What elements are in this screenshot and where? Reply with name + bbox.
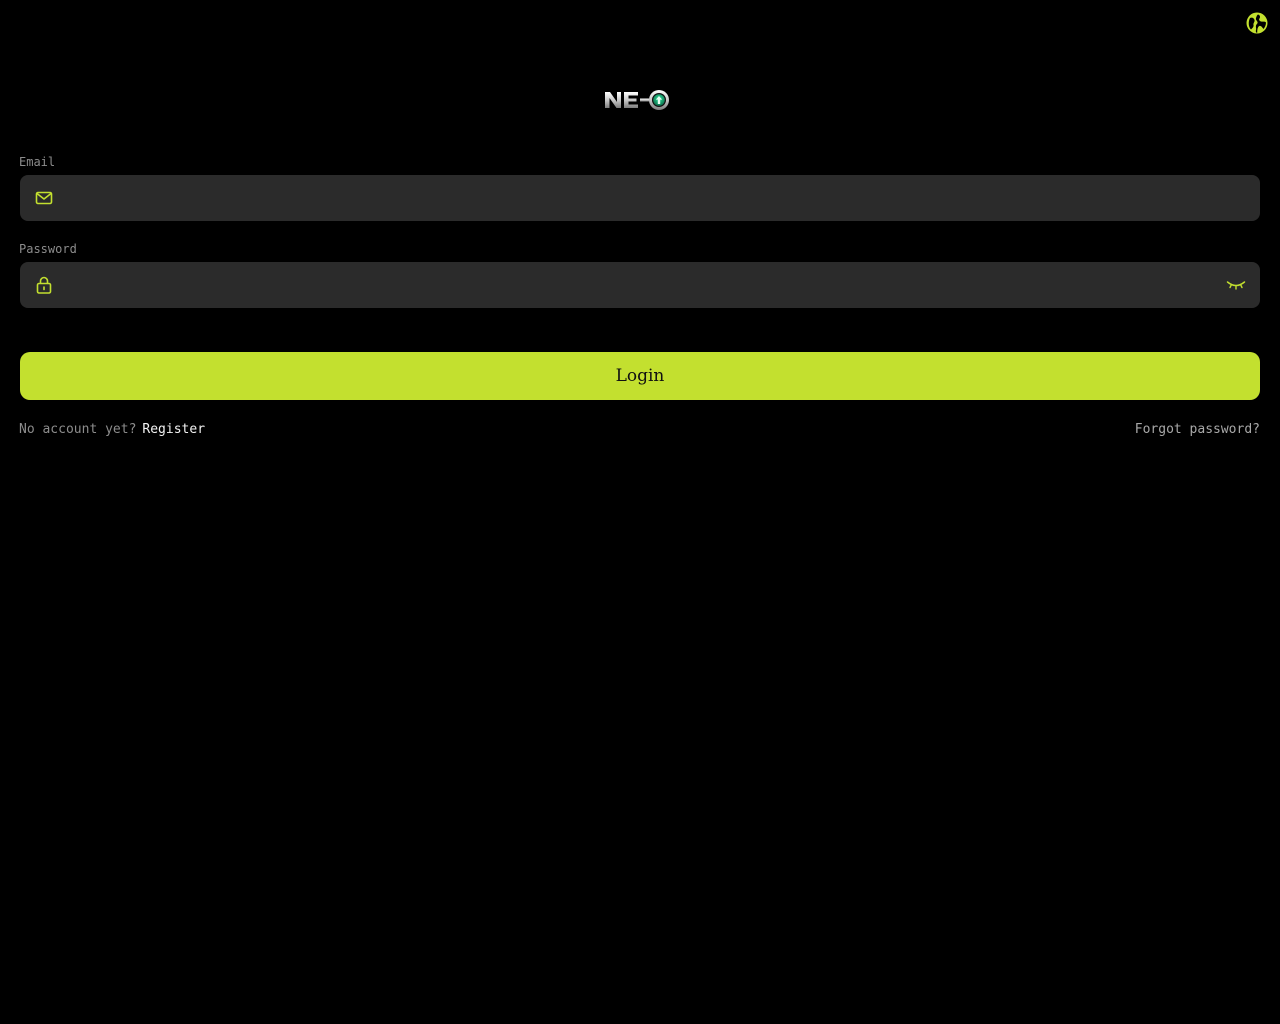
- password-field-container: [20, 262, 1260, 310]
- globe-icon[interactable]: [1245, 11, 1269, 35]
- email-label: Email: [19, 155, 56, 169]
- auth-footer: No account yet? Register Forgot password?: [19, 421, 1260, 439]
- forgot-password-link[interactable]: Forgot password?: [1134, 422, 1260, 437]
- password-input[interactable]: [82, 262, 1216, 310]
- eye-closed-icon[interactable]: [1225, 277, 1247, 293]
- email-field-container: [20, 175, 1260, 223]
- no-account-text: No account yet?: [19, 422, 137, 437]
- mail-icon: [34, 188, 54, 208]
- email-input[interactable]: [82, 175, 1226, 223]
- password-label: Password: [19, 242, 77, 256]
- register-link[interactable]: Register: [142, 422, 206, 437]
- lock-icon: [34, 275, 54, 295]
- logo: [602, 86, 672, 114]
- login-button[interactable]: Login: [20, 352, 1260, 400]
